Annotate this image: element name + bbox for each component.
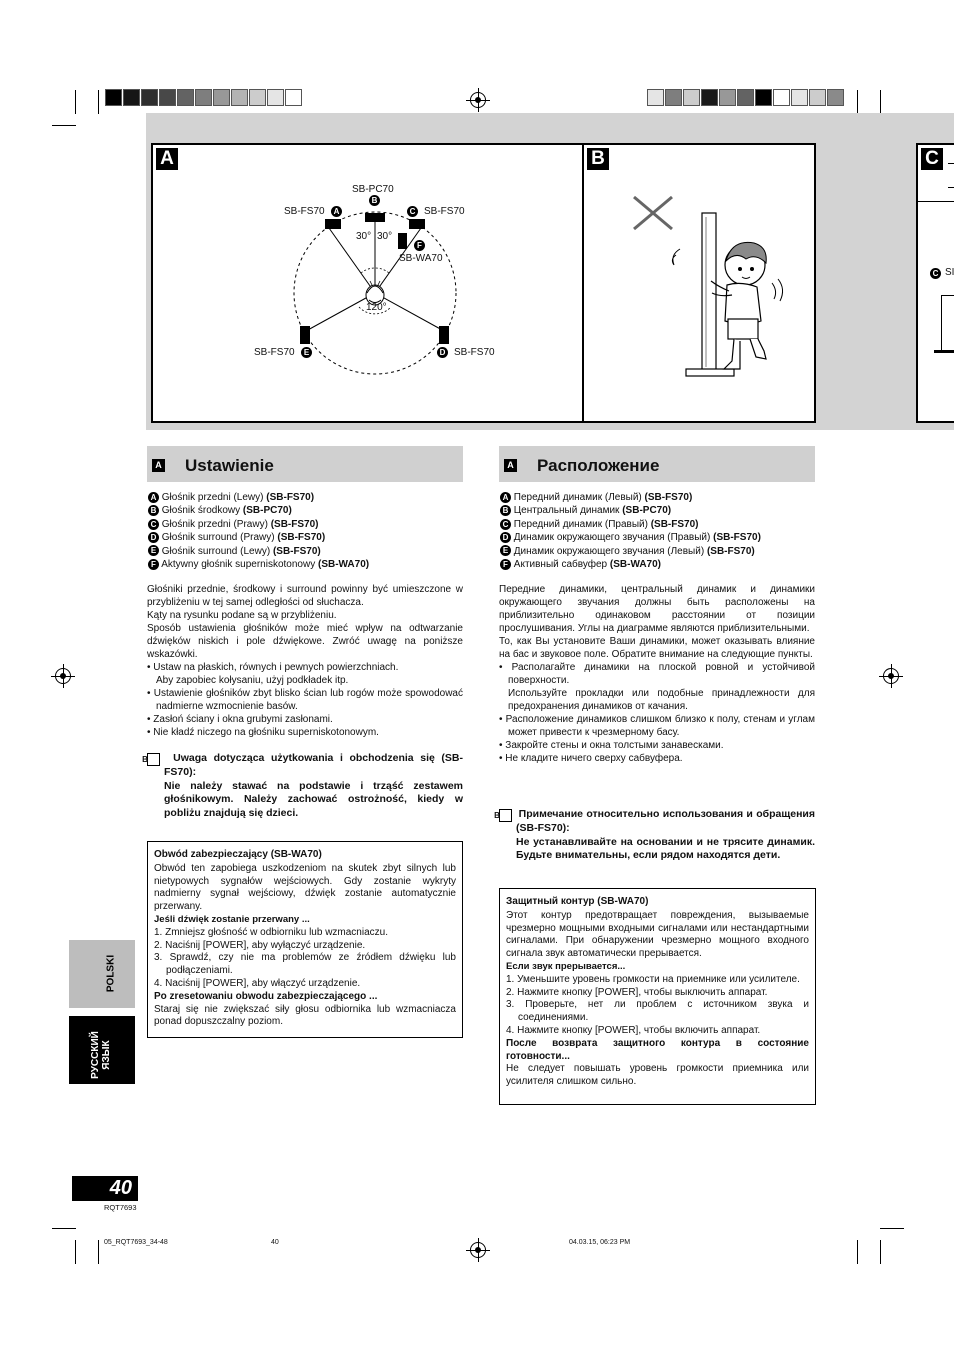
footer-page: 40 [271,1239,279,1246]
label-angle-left: 30° [356,231,372,242]
marker-f: F [414,240,425,251]
label-front-right: SB-FS70 [424,206,465,217]
label-angle-right: 30° [377,231,393,242]
marker-a: A [331,206,342,217]
prohibited-x-icon [633,195,673,231]
list-item: A Передний динамик (Левый) (SB-FS70) [500,491,816,504]
registration-mark-right [879,664,903,688]
marker-b: B [369,195,380,206]
page-number-box: 40 [72,1176,138,1201]
marker-d: D [437,347,448,358]
list-item: C Передний динамик (Правый) (SB-FS70) [500,518,816,531]
speaker-surround-left [300,326,310,344]
child-shaking-speaker-illustration [633,195,784,377]
list-item: A Głośnik przedni (Lewy) (SB-FS70) [148,491,464,504]
language-tab-label: POLSKI [105,954,117,993]
registration-mark-bottom [466,1238,490,1262]
language-tab-polski: POLSKI [69,940,135,1008]
list-item: C Głośnik przedni (Prawy) (SB-FS70) [148,518,464,531]
footer-file: 05_RQT7693_34-48 [104,1239,168,1246]
label-front-left: SB-FS70 [284,206,325,217]
registration-mark-left [51,664,75,688]
list-item: E Динамик окружающего звучания (Левый) (… [500,545,816,558]
section-title: Ustawienie [185,456,274,475]
speaker-list-polish: A Głośnik przedni (Lewy) (SB-FS70) B Gło… [148,491,464,571]
panel-letter-a: A [156,148,178,170]
section-tag-a: A [504,459,517,472]
label-surround-left: SB-FS70 [254,347,295,358]
panel-letter-b: B [587,148,609,170]
list-item: F Активный сабвуфер (SB-WA70) [500,558,816,571]
label-panel-c: SI [945,267,954,278]
body-text-russian: Передние динамики, центральный динамик и… [499,584,815,764]
footer-date: 04.03.15, 06:23 PM [569,1239,631,1246]
marker-c-panel-c: C [930,268,941,279]
warning-russian: B Примечание относительно использования … [494,808,815,861]
section-tag-a: A [152,459,165,472]
registration-mark-top [466,88,490,112]
label-subwoofer: SB-WA70 [399,253,443,264]
label-surround-right: SB-FS70 [454,347,495,358]
label-angle-rear: 120° [366,302,387,313]
subwoofer [398,233,407,249]
child-figure [710,241,767,370]
speaker-front-left [325,219,341,229]
list-item: F Aktywny głośnik superniskotonowy (SB-W… [148,558,464,571]
speaker-center [365,213,385,222]
list-item: D Динамик окружающего звучания (Правый) … [500,531,816,544]
body-text-polish: Głośniki przednie, środkowy i surround p… [147,584,463,738]
page-number: 40 [109,1177,132,1199]
section-header-russian: A Расположение [499,446,815,482]
marker-e: E [301,347,312,358]
section-header-polish: A Ustawienie [147,446,463,482]
panel-letter-c: C [921,148,943,170]
speaker-layout-diagram [293,211,457,375]
listener-icon [365,280,385,306]
marker-c: C [407,206,418,217]
protection-circuit-box-polish: Obwód zabezpieczający (SB-WA70) Obwód te… [147,841,463,1038]
speaker-list-russian: A Передний динамик (Левый) (SB-FS70) B Ц… [500,491,816,571]
speaker-front-right [409,219,425,229]
section-title: Расположение [537,456,660,475]
list-item: D Głośnik surround (Prawy) (SB-FS70) [148,531,464,544]
label-sb-pc70: SB-PC70 [352,184,394,195]
list-item: B Głośnik środkowy (SB-PC70) [148,504,464,517]
warning-polish: B Uwaga dotycząca użytkowania i obchodze… [142,752,463,819]
protection-circuit-box-russian: Защитный контур (SB-WA70) Этот контур пр… [499,888,816,1105]
list-item: B Центральный динамик (SB-PC70) [500,504,816,517]
list-item: E Głośnik surround (Lewy) (SB-FS70) [148,545,464,558]
diagram-panel-c: C [916,143,954,423]
speaker-surround-right [439,326,449,344]
model-code: RQT7693 [104,1203,137,1212]
